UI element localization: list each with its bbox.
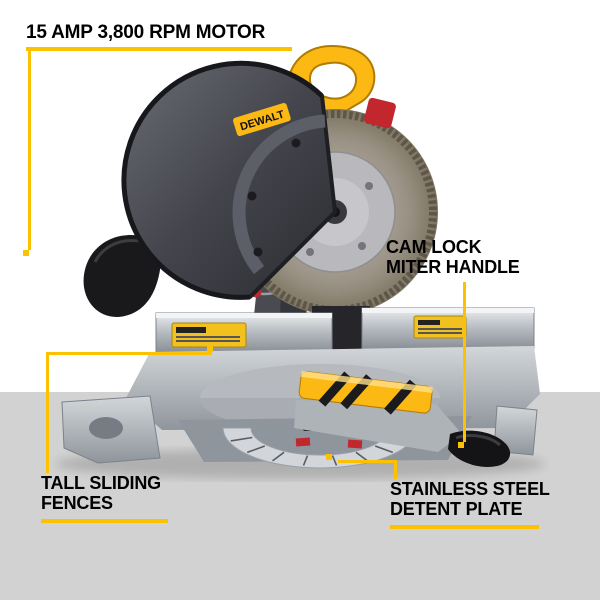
callout-fences-marker xyxy=(207,346,213,352)
callout-detent-marker xyxy=(326,454,332,460)
callout-detent-vline xyxy=(394,460,397,479)
callout-fences-hline xyxy=(46,352,212,355)
callout-cam-lock-marker xyxy=(458,442,464,448)
miter-arm xyxy=(294,370,511,467)
callout-fences-label: TALL SLIDING FENCES xyxy=(41,473,161,513)
callout-fences-line1: TALL SLIDING xyxy=(41,473,161,493)
fence-right xyxy=(361,307,535,351)
dust-bag xyxy=(83,235,161,318)
callout-motor-text: 15 AMP 3,800 RPM MOTOR xyxy=(26,22,266,43)
callout-detent-label: STAINLESS STEEL DETENT PLATE xyxy=(390,479,550,519)
callout-motor-label: 15 AMP 3,800 RPM MOTOR xyxy=(26,23,265,43)
detent-sticker-left xyxy=(295,437,311,447)
fence-left xyxy=(155,312,333,354)
callout-fences-vline xyxy=(46,352,49,473)
warning-label-right xyxy=(413,315,467,339)
detent-sticker-right xyxy=(347,439,363,449)
callout-detent-line1: STAINLESS STEEL xyxy=(390,479,550,499)
warning-label-left xyxy=(171,322,247,348)
callout-motor-marker xyxy=(23,250,29,256)
saw-base xyxy=(61,306,540,469)
callout-cam-lock-line1: CAM LOCK xyxy=(386,237,482,257)
callout-fences-line2: FENCES xyxy=(41,493,113,513)
callout-cam-lock-line2: MITER HANDLE xyxy=(386,257,520,277)
callout-detent-underline xyxy=(390,525,539,529)
red-dust-chute xyxy=(364,97,396,129)
callout-motor-line xyxy=(28,51,31,250)
saw-head: DEWALT xyxy=(83,44,438,325)
callout-motor-underline xyxy=(26,47,292,51)
callout-cam-lock-line xyxy=(463,282,466,442)
callout-detent-hline xyxy=(338,460,397,463)
callout-cam-lock-label: CAM LOCK MITER HANDLE xyxy=(386,237,520,277)
callout-detent-line2: DETENT PLATE xyxy=(390,499,523,519)
callout-fences-underline xyxy=(41,519,168,523)
